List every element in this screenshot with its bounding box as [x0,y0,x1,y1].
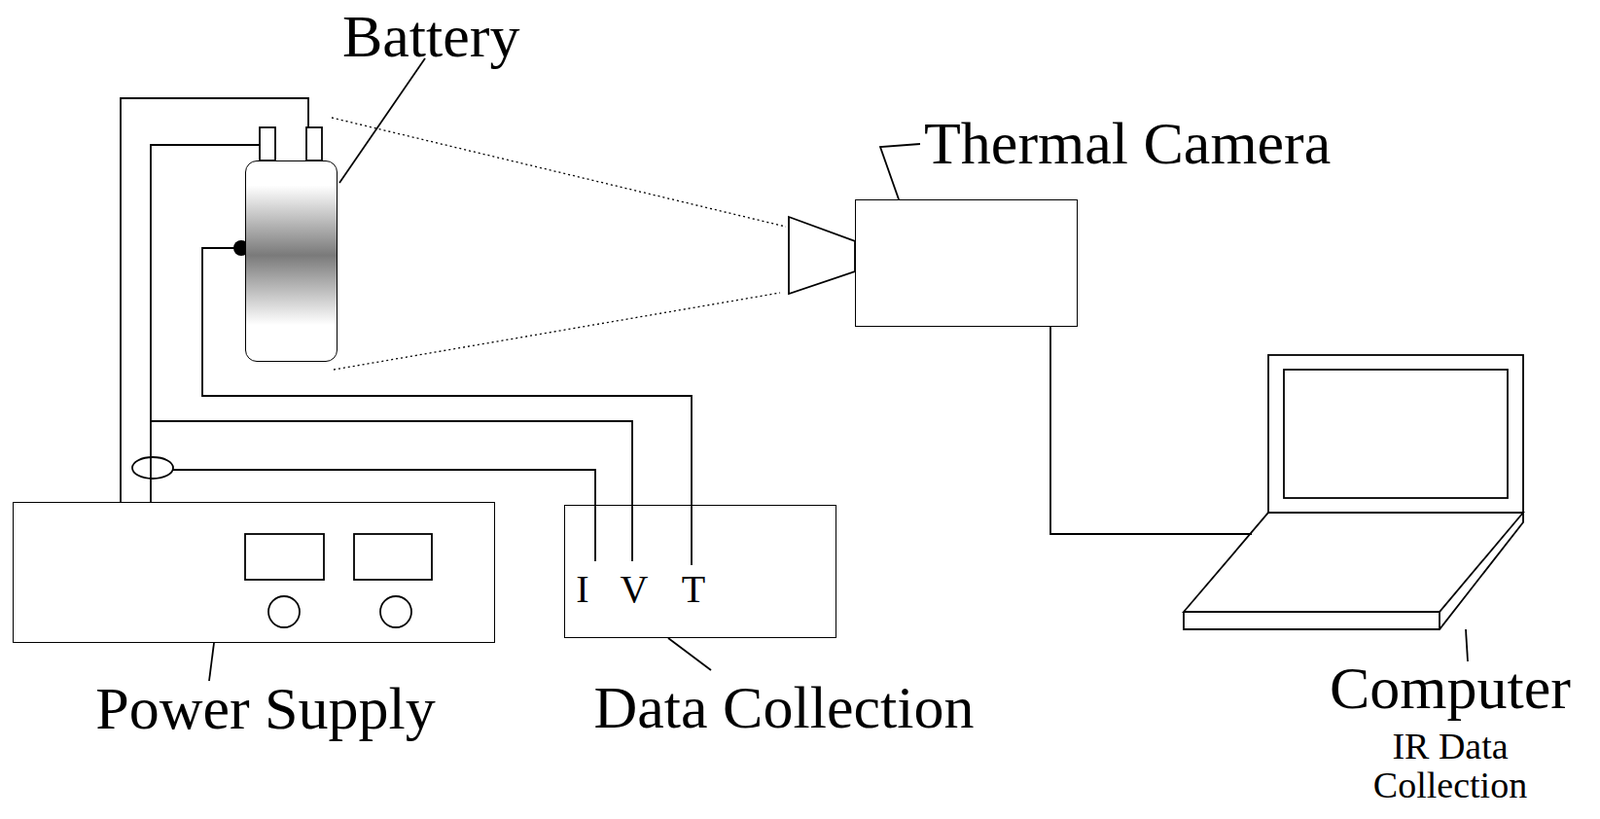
laptop-screen [1268,355,1524,513]
battery-terminal [259,127,276,161]
computer-sublabel: IR Data Collection [1318,727,1582,806]
camera-label: Thermal Camera [924,112,1331,174]
laptop-base-edge [1438,611,1441,630]
power-supply-label: Power Supply [95,677,436,739]
laptop-base-edge [1183,512,1524,630]
camera-lens [788,216,855,294]
data-collection-label: Data Collection [594,676,975,738]
battery-label: Battery [342,5,521,67]
computer-label: Computer [1329,657,1571,718]
wire [1050,326,1252,534]
signal-name: I [575,569,589,609]
display [245,533,324,580]
leader-line [209,642,214,681]
view-line [333,292,781,370]
view-line [331,117,786,227]
wire [150,421,633,562]
display [354,533,432,580]
signal-name: V [620,569,649,609]
knob [380,596,412,628]
data-collection: IVTData Collection [564,504,837,639]
knob [268,596,300,628]
current-lead [173,469,596,562]
laptop-display [1283,369,1508,498]
leader-line [339,58,426,183]
leader-line [668,638,712,671]
laptop-base [1183,512,1524,612]
wire [150,144,260,502]
current-clamp [132,457,174,479]
battery: Battery [245,160,338,362]
computer: ComputerIR Data Collection [1183,355,1524,630]
signal-name: T [681,569,706,609]
power-supply: Power Supply [12,501,496,643]
battery-terminal [306,127,322,161]
thermal-camera: Thermal Camera [854,199,1078,327]
